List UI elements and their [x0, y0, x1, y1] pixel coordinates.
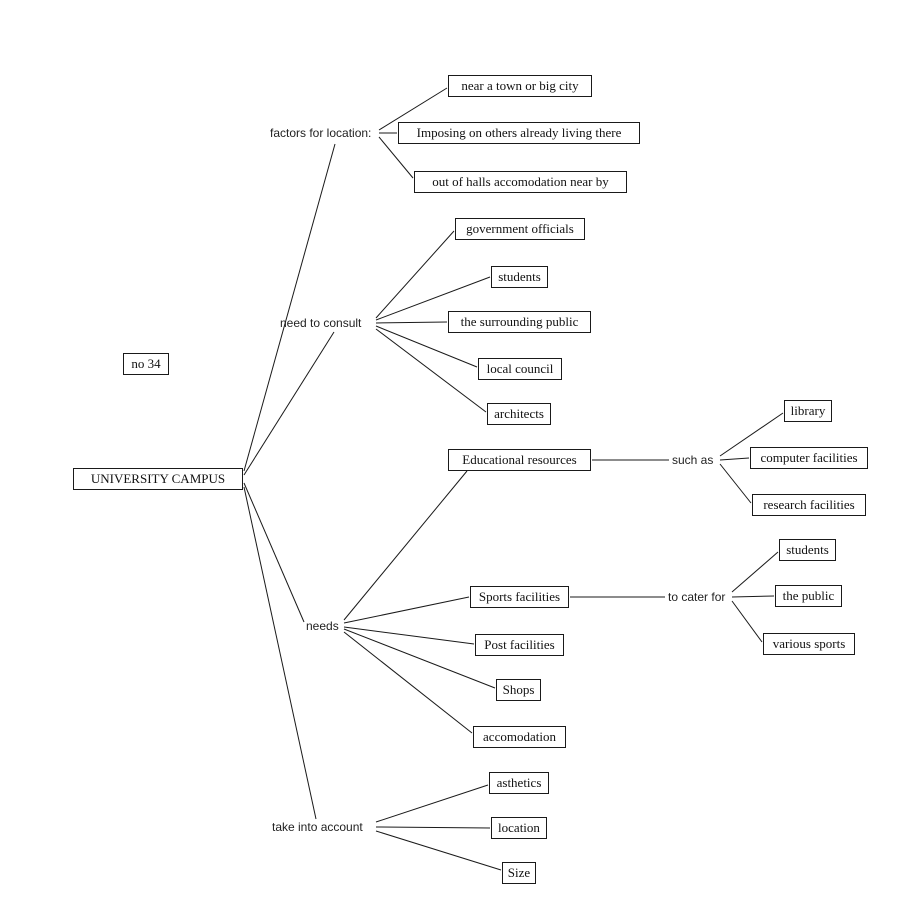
node-architects: architects [487, 403, 551, 425]
node-research-facilities: research facilities [752, 494, 866, 516]
node-library: library [784, 400, 832, 422]
link-label-needs: needs [306, 619, 339, 633]
connector-line [375, 328, 487, 413]
node-students-consult: students [491, 266, 548, 288]
node-sports-facilities: Sports facilities [470, 586, 569, 608]
connector-line [343, 470, 468, 621]
connector-line [243, 143, 336, 472]
connector-line [375, 230, 455, 319]
connector-line [719, 463, 752, 504]
node-post-facilities: Post facilities [475, 634, 564, 656]
connector-line [375, 325, 478, 368]
node-location: location [491, 817, 547, 839]
connector-line [375, 784, 489, 823]
connector-line [731, 595, 775, 598]
connector-line [243, 331, 335, 476]
connector-line [243, 482, 305, 623]
node-out-of-halls-accomodation: out of halls accomodation near by [414, 171, 627, 193]
link-label-need-to-consult: need to consult [280, 316, 362, 330]
node-the-surrounding-public: the surrounding public [448, 311, 591, 333]
node-government-officials: government officials [455, 218, 585, 240]
connector-line [378, 136, 414, 179]
link-label-such-as: such as [672, 453, 714, 467]
node-imposing-on-others: Imposing on others already living there [398, 122, 640, 144]
node-shops: Shops [496, 679, 541, 701]
connector-line [343, 631, 473, 734]
connector-line [719, 412, 784, 457]
node-size: Size [502, 862, 536, 884]
connector-line [731, 551, 779, 593]
connector-line [719, 457, 750, 461]
node-asthetics: asthetics [489, 772, 549, 794]
node-local-council: local council [478, 358, 562, 380]
node-no-34: no 34 [123, 353, 169, 375]
link-label-factors-for-location: factors for location: [270, 126, 372, 140]
connector-line [375, 276, 491, 321]
connector-line [375, 830, 502, 871]
node-the-public: the public [775, 585, 842, 607]
connector-line [375, 321, 448, 324]
connector-line [343, 626, 475, 645]
link-label-take-into-account: take into account [272, 820, 363, 834]
connector-line [343, 628, 496, 689]
connector-line [243, 486, 317, 820]
node-university-campus: UNIVERSITY CAMPUS [73, 468, 243, 490]
connector-line [375, 826, 491, 829]
node-computer-facilities: computer facilities [750, 447, 868, 469]
node-various-sports: various sports [763, 633, 855, 655]
connector-line [731, 600, 763, 643]
link-label-to-cater-for: to cater for [668, 590, 726, 604]
node-near-a-town-or-big-city: near a town or big city [448, 75, 592, 97]
connector-line [343, 596, 470, 624]
node-students-cater: students [779, 539, 836, 561]
node-accomodation: accomodation [473, 726, 566, 748]
node-educational-resources: Educational resources [448, 449, 591, 471]
connector-line [378, 87, 448, 131]
